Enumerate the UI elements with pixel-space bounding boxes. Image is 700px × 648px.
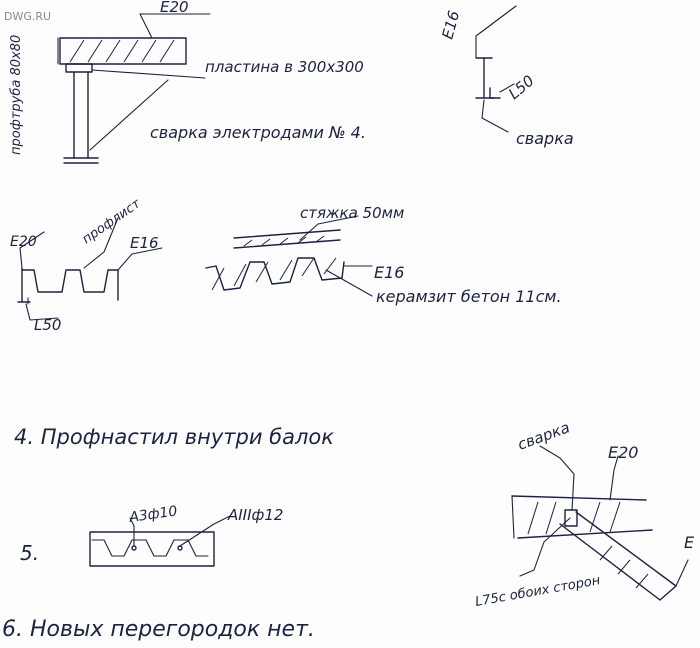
- deck-with-concrete: [205, 257, 345, 291]
- detail-5-deck-rebar: 5. А3ф10 АIIIф12: [20, 503, 283, 567]
- label-5: 5.: [20, 541, 39, 565]
- label-edge-e: Е: [684, 533, 695, 552]
- screed-layer: [233, 229, 341, 249]
- angle-l50-profile: [489, 87, 501, 99]
- concrete-hatching: [211, 257, 337, 291]
- beam-hatching: [527, 501, 621, 535]
- leader-screed: [299, 215, 359, 241]
- leader-rebar-large: [179, 515, 231, 547]
- leader-channel: [139, 13, 153, 39]
- detail-6-beam-brace: сварка Е20 Е L75с обоих сторон: [474, 418, 695, 610]
- label-l75: L75с обоих сторон: [474, 573, 602, 610]
- label-l50: L50: [505, 72, 538, 103]
- leader-concrete: [325, 269, 373, 297]
- leader-weld-2: [481, 99, 509, 133]
- leader-weld: [89, 79, 169, 151]
- watermark: DWG.RU: [4, 10, 51, 23]
- label-rebar-large: АIIIф12: [227, 506, 283, 524]
- label-column-tube: профтруба 80х80: [9, 35, 24, 155]
- plate-300x300: [65, 63, 93, 73]
- leader-l50: [499, 83, 515, 93]
- leader-e20-left: [19, 231, 45, 269]
- leader-deck: [83, 217, 119, 269]
- label-e16-4: Е16: [374, 263, 404, 282]
- deck-profile: [21, 269, 119, 301]
- leader-rebar-small: [129, 517, 135, 547]
- note-4: 4. Профнастил внутри балок: [14, 425, 334, 449]
- label-rebar-small: А3ф10: [127, 503, 178, 526]
- label-e16: Е16: [438, 9, 463, 41]
- leader-e20-6: [609, 455, 619, 501]
- leader-weld-6: [539, 445, 575, 511]
- channel-e20-left: [17, 267, 31, 303]
- label-weld: сварка: [516, 129, 574, 148]
- label-concrete: керамзит бетон 11см.: [376, 287, 562, 306]
- label-e20-left: Е20: [10, 234, 37, 250]
- rebar-a3-12-bar: [177, 545, 183, 551]
- rebar-a3-bar: [131, 545, 137, 551]
- label-e20: Е20: [160, 0, 189, 16]
- label-screed: стяжка 50мм: [300, 204, 404, 222]
- label-e20-6: Е20: [608, 443, 638, 462]
- channel-e16-profile: [475, 57, 495, 99]
- label-plate: пластина в 300х300: [205, 58, 364, 76]
- label-l50-3: L50: [34, 316, 61, 334]
- angle-l75-brace: [559, 511, 677, 601]
- leader-l50-3: [25, 303, 59, 321]
- channel-hatching: [69, 39, 175, 63]
- detail-4-slab-section: стяжка 50мм Е16 керамзит бетон 11см.: [205, 204, 562, 306]
- label-weld-electrodes: сварка электродами № 4.: [150, 123, 366, 142]
- detail-3-deck-between-channels: Е20 профлист Е16 L50: [10, 196, 163, 334]
- detail-2-channel-angle: Е16 L50 сварка: [438, 5, 574, 148]
- slab-outline: [89, 531, 215, 567]
- leader-e16: [475, 5, 517, 59]
- detail-1-channel-on-column: Е20 профтруба 80х80 пластина в 300х300 с…: [9, 0, 366, 164]
- leader-l75: [519, 517, 571, 577]
- leader-e16-right: [117, 247, 163, 271]
- label-e16-right: Е16: [130, 234, 159, 252]
- channel-e20-section: [59, 37, 187, 65]
- note-6: 6. Новых перегородок нет.: [2, 617, 315, 642]
- weld-node: [564, 509, 578, 527]
- channel-e20-6: [511, 495, 653, 539]
- deck-profile-5: [91, 539, 209, 557]
- leader-plate: [91, 69, 206, 79]
